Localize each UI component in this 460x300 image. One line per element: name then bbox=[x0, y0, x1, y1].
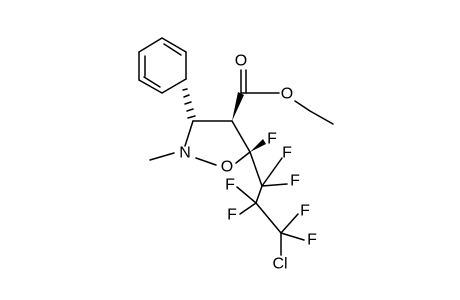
bond bbox=[261, 183, 288, 187]
atom-label-fluorine: F bbox=[307, 232, 317, 249]
bond bbox=[280, 213, 299, 234]
hash-line bbox=[186, 108, 194, 112]
atom-label-fluorine: F bbox=[227, 207, 237, 224]
atom-label-chlorine: Cl bbox=[272, 256, 287, 273]
hash-line bbox=[182, 88, 188, 91]
atom-label-ester-oxygen: O bbox=[281, 86, 293, 103]
bond bbox=[255, 185, 263, 204]
bond bbox=[195, 157, 217, 166]
atom-label-fluorine: F bbox=[267, 131, 277, 148]
bond bbox=[161, 78, 187, 94]
bond bbox=[138, 37, 163, 53]
atom-label-ring-nitrogen: N bbox=[179, 145, 191, 162]
atom-label-fluorine: F bbox=[300, 203, 310, 220]
bond bbox=[138, 79, 163, 94]
atom-label-ring-oxygen: O bbox=[221, 159, 233, 176]
bond bbox=[161, 37, 187, 53]
atom-label-fluorine: F bbox=[225, 177, 235, 194]
hashed-bond bbox=[182, 88, 196, 119]
bond bbox=[231, 120, 251, 153]
bond bbox=[239, 202, 257, 215]
hash-line bbox=[183, 94, 190, 98]
double-bond-line bbox=[143, 76, 161, 88]
bond bbox=[149, 152, 175, 161]
wedge-bond bbox=[232, 92, 244, 121]
bond bbox=[249, 151, 263, 187]
bond bbox=[255, 202, 282, 234]
bond bbox=[280, 232, 305, 241]
bond bbox=[184, 120, 194, 147]
atom-label-carbonyl-oxygen: O bbox=[235, 53, 247, 70]
bond bbox=[261, 157, 283, 187]
bond bbox=[235, 151, 251, 164]
phenyl-ring bbox=[138, 37, 187, 94]
double-bond-line bbox=[163, 43, 182, 56]
atom-label-fluorine: F bbox=[290, 173, 300, 190]
bond bbox=[236, 186, 257, 204]
hash-line bbox=[184, 101, 192, 105]
atom-label-fluorine: F bbox=[282, 145, 292, 162]
wedge-bond bbox=[250, 139, 266, 152]
hash-line bbox=[187, 115, 196, 119]
bond bbox=[309, 110, 334, 125]
bond bbox=[294, 100, 311, 112]
